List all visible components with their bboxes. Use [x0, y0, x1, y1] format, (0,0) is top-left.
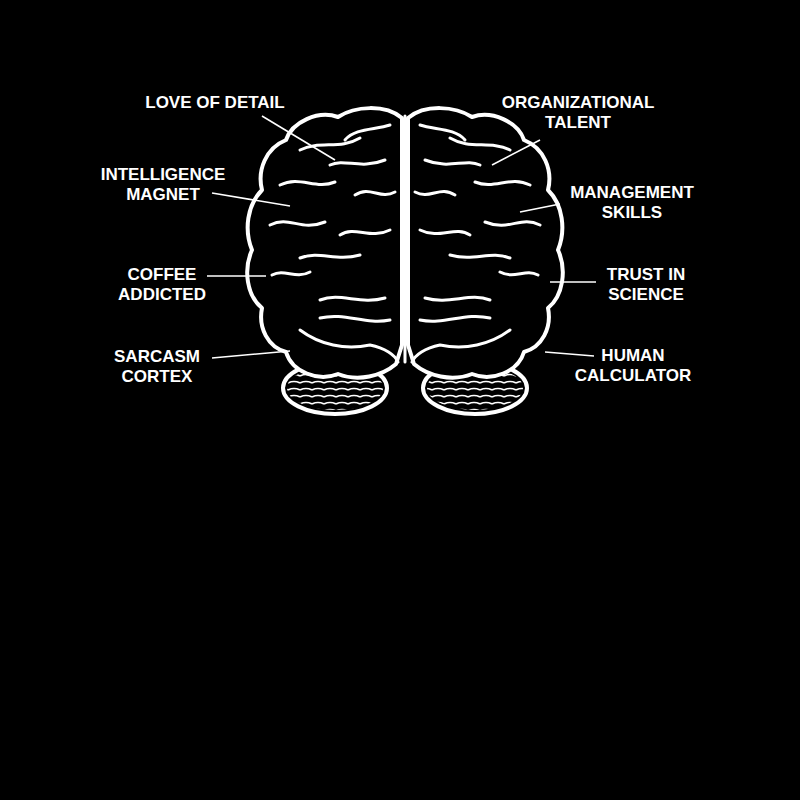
callout-label: MANAGEMENT SKILLS — [557, 183, 707, 223]
callout-label: SARCASM CORTEX — [98, 347, 216, 387]
longitudinal-fissure — [404, 116, 407, 362]
callout-label: LOVE OF DETAIL — [115, 93, 315, 113]
callout-label: ORGANIZATIONAL TALENT — [483, 93, 673, 133]
callout-label: TRUST IN SCIENCE — [590, 265, 702, 305]
callout-label: INTELLIGENCE MAGNET — [88, 165, 238, 205]
left-hemisphere — [247, 108, 402, 378]
callout-label: HUMAN CALCULATOR — [566, 346, 701, 386]
right-hemisphere — [408, 108, 563, 378]
leader-lines — [207, 116, 596, 358]
callout-label: COFFEE ADDICTED — [107, 265, 217, 305]
